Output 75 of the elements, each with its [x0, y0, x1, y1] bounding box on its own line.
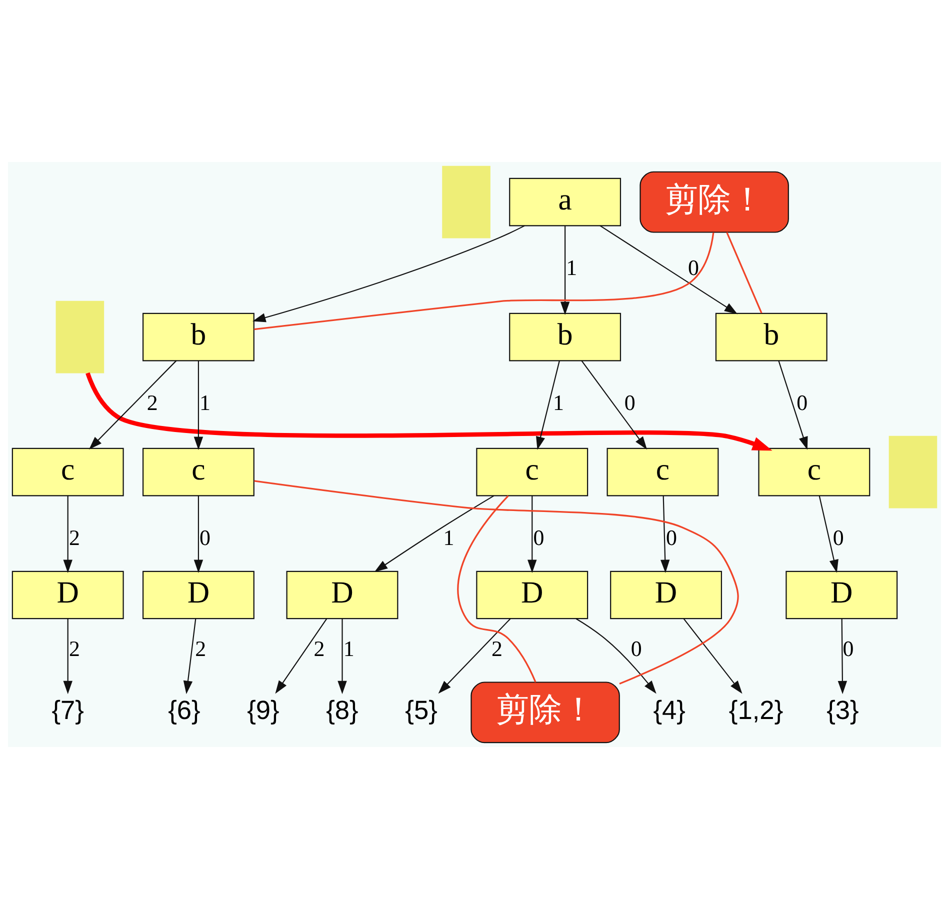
arrow: [183, 618, 196, 694]
edge-label: 0: [533, 524, 544, 550]
arrow: [576, 618, 656, 694]
node-box: 剪除！: [470, 681, 620, 743]
node-text: {7}: [52, 694, 84, 725]
edge-label: 0: [842, 635, 854, 660]
arrow: [63, 618, 72, 694]
arrow: [818, 495, 838, 572]
edge-label: 2: [492, 635, 502, 660]
node-box: b: [715, 312, 828, 361]
connector: [254, 480, 739, 684]
node-box: c: [758, 447, 870, 496]
arrow: [88, 360, 177, 449]
arrow: [560, 225, 570, 314]
node-box: c: [606, 447, 719, 496]
node-box: c: [142, 447, 254, 496]
edge-label: 0: [200, 524, 211, 550]
node-box: [888, 435, 938, 508]
arrow: [778, 360, 808, 450]
arrow: [528, 495, 537, 572]
arrow: [374, 494, 494, 572]
node-text: {4}: [653, 694, 686, 725]
arrow: [338, 618, 347, 694]
arrow: [275, 618, 328, 694]
arrow: [252, 224, 525, 322]
connector: [254, 232, 714, 330]
node-box: D: [142, 570, 254, 619]
edge-label: 2: [68, 524, 80, 550]
arrow: [536, 360, 560, 450]
edge-label: 0: [666, 524, 677, 550]
node-box: a: [509, 177, 622, 226]
arrow: [63, 495, 72, 572]
arrow: [581, 360, 648, 450]
arrow: [600, 224, 738, 314]
node-text: {1,2}: [728, 694, 784, 725]
edge-label: 2: [314, 635, 325, 660]
edge-label: 0: [688, 254, 699, 280]
edge-label: 2: [68, 635, 80, 660]
node-box: [442, 165, 490, 238]
node-box: D: [610, 570, 722, 619]
node-text: {8}: [326, 694, 358, 725]
node-box: D: [786, 570, 898, 619]
node-box: D: [476, 570, 588, 619]
node-box: 剪除！: [640, 170, 789, 232]
edge-label: 1: [566, 254, 578, 280]
node-box: b: [509, 312, 622, 361]
node-box: c: [476, 447, 588, 496]
edge-label: 0: [796, 390, 808, 415]
node-text: {3}: [826, 694, 859, 725]
arrow: [194, 360, 204, 450]
arrow: [838, 618, 848, 694]
node-box: [56, 300, 104, 373]
edge-label: 1: [200, 390, 211, 415]
node-text: {5}: [405, 694, 438, 725]
node-box: b: [142, 312, 254, 361]
edge-label: 2: [146, 390, 158, 415]
node-text: {6}: [168, 694, 200, 725]
node-text: {9}: [247, 694, 280, 725]
edge-label: 1: [552, 390, 564, 415]
edge-label: 1: [443, 524, 454, 550]
edge-label: 0: [832, 524, 844, 550]
edge-label: 2: [195, 635, 206, 660]
node-box: c: [12, 447, 124, 496]
edge-label: 0: [624, 390, 636, 415]
edge-label: 0: [630, 635, 642, 660]
arrow: [194, 495, 204, 572]
arrow: [683, 618, 742, 694]
arrow: [660, 495, 670, 572]
connector: [726, 231, 762, 313]
node-box: D: [286, 570, 398, 619]
arrow: [438, 618, 511, 694]
arrow: [86, 372, 772, 450]
node-box: D: [12, 570, 124, 619]
connector: [457, 494, 536, 682]
edge-label: 1: [343, 635, 354, 660]
